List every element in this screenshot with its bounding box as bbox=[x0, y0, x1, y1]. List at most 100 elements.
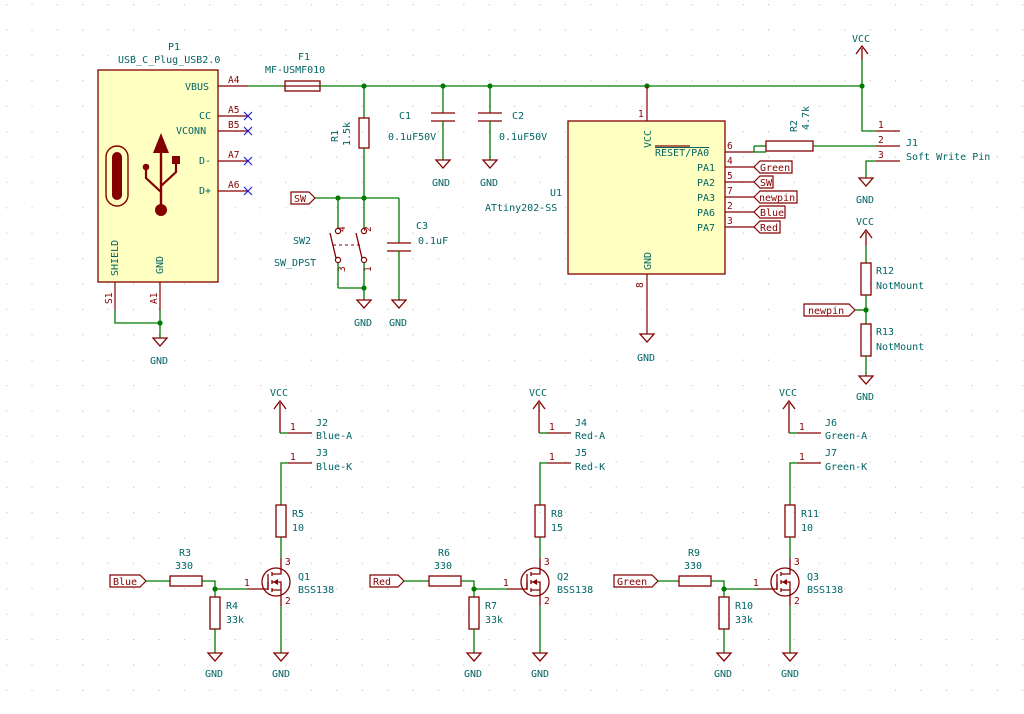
p1-value: USB_C_Plug_USB2.0 bbox=[118, 55, 220, 66]
green-label-text: Green bbox=[760, 163, 790, 174]
mcu-u1: 1 VCC GND 8 U1 ATtiny202-SS RESET/PA0 PA… bbox=[485, 86, 754, 334]
c3-ref: C3 bbox=[416, 221, 428, 232]
global-label-blue-u1: Blue bbox=[753, 205, 786, 219]
u1-pinnum-3: 3 bbox=[727, 216, 733, 227]
gnd-symbol-u1: GND bbox=[637, 333, 656, 364]
gnd-symbol-c1: GND bbox=[432, 159, 452, 189]
anode-connector-ref: J6 bbox=[825, 418, 837, 429]
drain-resistor-value: 10 bbox=[801, 523, 813, 534]
p1-pin-vconn: VCONN bbox=[176, 126, 206, 137]
r2-value: 4.7k bbox=[801, 106, 812, 130]
mosfet-pin-1: 1 bbox=[753, 578, 759, 589]
sw2-pin-1: 1 bbox=[363, 266, 374, 272]
j1-pin-1: 1 bbox=[878, 120, 884, 131]
sw-label-text: SW bbox=[294, 194, 307, 205]
cathode-connector-ref: J7 bbox=[825, 448, 837, 459]
global-label-green-u1: Green bbox=[753, 160, 793, 174]
j1-ref: J1 bbox=[906, 138, 918, 149]
p1-pinnum-s1: S1 bbox=[104, 292, 115, 304]
u1-pin-pa1: PA1 bbox=[697, 163, 715, 174]
vcc-symbol: VCC bbox=[529, 388, 547, 433]
mosfet-transistor: 321 bbox=[753, 557, 800, 607]
vcc-label: VCC bbox=[856, 217, 874, 228]
gnd-symbol-p1: GND bbox=[150, 337, 169, 367]
cathode-connector-ref: J3 bbox=[316, 448, 328, 459]
vcc-symbol: VCC bbox=[270, 388, 288, 433]
u1-pinnum-7: 7 bbox=[727, 186, 733, 197]
f1-value: MF-USMF010 bbox=[265, 65, 325, 76]
global-label-newpin-divider: newpin bbox=[803, 303, 856, 317]
mosfet-pin-3: 3 bbox=[285, 557, 291, 568]
usb-c-plug-icon bbox=[105, 145, 129, 207]
r13-ref: R13 bbox=[876, 327, 894, 338]
vcc-label: VCC bbox=[779, 388, 797, 399]
gnd-symbol-c2: GND bbox=[480, 159, 499, 189]
u1-pin-pa3: PA3 bbox=[697, 193, 715, 204]
mosfet-pin-1: 1 bbox=[503, 578, 509, 589]
drain-resistor-ref: R5 bbox=[292, 509, 304, 520]
p1-pin-dminus: D- bbox=[199, 156, 211, 167]
gate-resistor-value: 330 bbox=[684, 561, 702, 572]
anode-connector-ref: J2 bbox=[316, 418, 328, 429]
c1-value: 0.1uF50V bbox=[388, 132, 436, 143]
gate-resistor-ref: R6 bbox=[438, 548, 450, 559]
drain-resistor-value: 15 bbox=[551, 523, 563, 534]
pulldown-resistor-value: 33k bbox=[735, 615, 753, 626]
newpin-label-text: newpin bbox=[759, 193, 795, 204]
mosfet-transistor: 321 bbox=[503, 557, 550, 607]
global-label-red-u1: Red bbox=[753, 220, 781, 234]
gnd-symbol: GND bbox=[531, 652, 549, 680]
anode-connector-value: Green-A bbox=[825, 431, 867, 442]
j1-value: Soft Write Pin bbox=[906, 152, 990, 163]
gnd-label: GND bbox=[432, 178, 450, 189]
mosfet-pin-2: 2 bbox=[794, 596, 800, 607]
blue-label-text: Blue bbox=[760, 208, 784, 219]
c3-value: 0.1uF bbox=[418, 236, 448, 247]
u1-pin-reset: RESET/PA0 bbox=[655, 148, 709, 159]
p1-pinnum-a7: A7 bbox=[228, 150, 239, 161]
sw2-value: SW_DPST bbox=[274, 258, 316, 269]
no-connect-markers bbox=[243, 111, 253, 196]
connector-pin-1: 1 bbox=[549, 452, 555, 463]
connector-pin-1: 1 bbox=[799, 422, 805, 433]
gate-label-text: Blue bbox=[113, 577, 137, 588]
global-label-gate: Blue bbox=[109, 574, 147, 588]
usb-c-connector-p1: P1 USB_C_Plug_USB2.0 VBUS CC VCONN D- D+… bbox=[97, 42, 253, 310]
cathode-connector-value: Green-K bbox=[825, 462, 867, 473]
gnd-label: GND bbox=[856, 195, 874, 206]
mosfet-ref: Q1 bbox=[298, 572, 310, 583]
cathode-connector-value: Red-K bbox=[575, 462, 605, 473]
c1-ref: C1 bbox=[399, 111, 411, 122]
mosfet-pin-1: 1 bbox=[244, 578, 250, 589]
global-label-gate: Green bbox=[613, 574, 659, 588]
mosfet-pin-2: 2 bbox=[544, 596, 550, 607]
switch-sw2: 4 2 3 1 bbox=[329, 226, 374, 272]
pulldown-resistor-ref: R10 bbox=[735, 601, 753, 612]
usb-symbol-icon bbox=[142, 133, 180, 216]
p1-pinnum-a6: A6 bbox=[228, 180, 240, 191]
u1-ref: U1 bbox=[550, 188, 562, 199]
gnd-label: GND bbox=[150, 356, 168, 367]
vcc-symbol: VCC bbox=[779, 388, 797, 433]
j1-pin-3: 3 bbox=[878, 150, 884, 161]
r1-value: 1.5k bbox=[342, 122, 353, 146]
gnd-label: GND bbox=[464, 669, 482, 680]
u1-pinnum-6: 6 bbox=[727, 141, 733, 152]
p1-pinnum-b5: B5 bbox=[228, 120, 239, 131]
gnd-symbol-sw2: GND bbox=[354, 299, 373, 329]
p1-pinnum-a4: A4 bbox=[228, 75, 240, 86]
vcc-label: VCC bbox=[529, 388, 547, 399]
global-label-gate: Red bbox=[369, 574, 405, 588]
gnd-symbol: GND bbox=[781, 652, 799, 680]
mosfet-pin-2: 2 bbox=[285, 596, 291, 607]
c2-value: 0.1uF50V bbox=[499, 132, 547, 143]
vcc-label: VCC bbox=[852, 34, 870, 45]
gnd-label: GND bbox=[714, 669, 732, 680]
global-label-sw-left: SW bbox=[290, 191, 316, 205]
drain-resistor-ref: R11 bbox=[801, 509, 819, 520]
connector-pin-1: 1 bbox=[290, 452, 296, 463]
